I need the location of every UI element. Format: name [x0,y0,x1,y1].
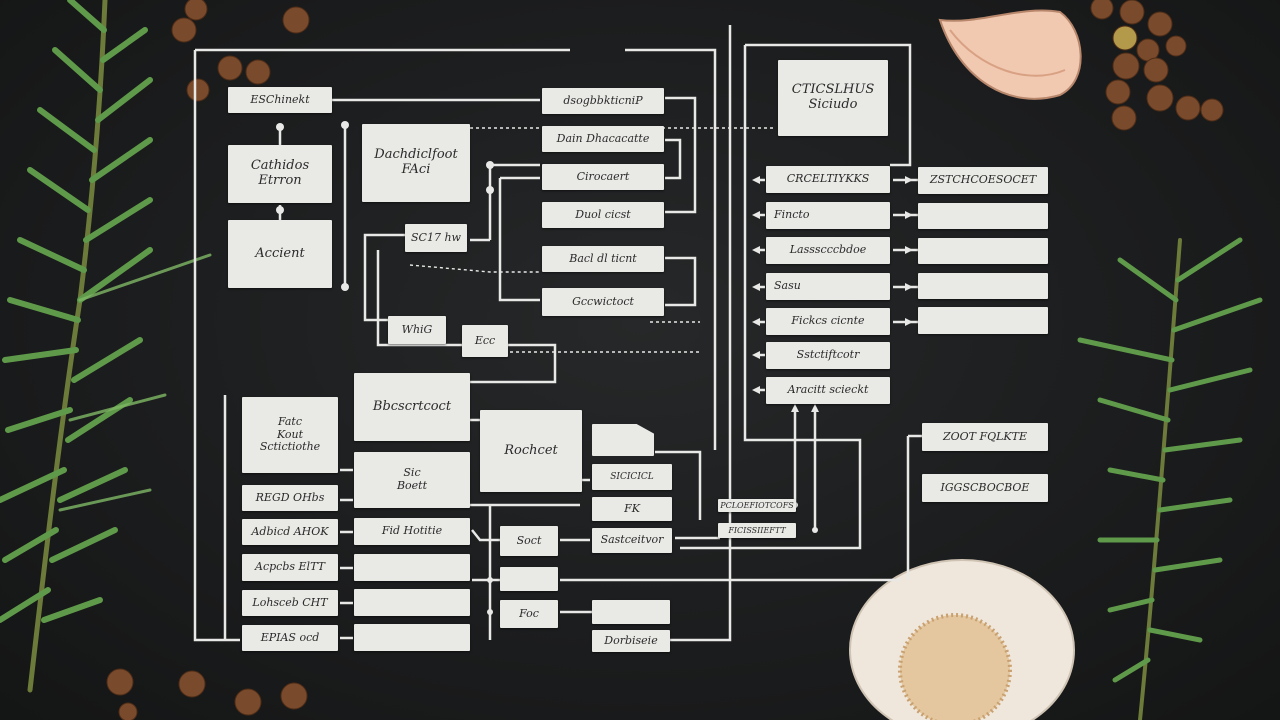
node-right-6: Sstctiftcotr [766,342,890,369]
node-center-main: Rochcet [480,410,582,492]
node-left-list-3: Acpcbs ElTT [242,554,338,581]
node-bottom-right-2: Dorbiseie [592,630,670,652]
node-far-right-3 [918,238,1048,264]
node-right-5: Fickcs cicnte [766,308,890,335]
node-top-right: CTICSLHUS Siciudo [778,60,888,136]
node-top-left-title: ESChinekt [228,87,332,113]
node-bottom-2 [354,554,470,581]
node-left-2: Accient [228,220,332,288]
node-left-list-4: Lohsceb CHT [242,590,338,616]
node-far-right-2 [918,203,1048,229]
node-mini-3: Foc [500,600,558,628]
node-folder [592,424,654,456]
node-left-list-5: EPIAS ocd [242,625,338,651]
node-far-right-1: ZSTCHCOESOCET [918,167,1048,194]
garlic-clove-icon [938,9,1082,100]
node-far-right-4 [918,273,1048,299]
node-list-a-3: Cirocaert [542,164,664,190]
node-mid-3: Sic Boett [354,452,470,508]
node-bottom-right-1 [592,600,670,624]
node-center-1: Dachdiclfoot FAci [362,124,470,202]
node-right-1: CRCELTIYKKS [766,166,890,193]
node-center-small: SC17 hw [405,224,467,252]
node-mid-2: Ecc [462,325,508,357]
node-list-a-1: dsogbbkticniP [542,88,664,114]
rosemary-sprig-left-icon [0,0,212,693]
node-tag-2: FICISSIIEFTT [718,523,796,538]
node-list-a-2: Dain Dhacacatte [542,126,664,152]
node-side-list: Fatc Kout Sctictiothe [242,397,338,473]
node-far-right-5 [918,307,1048,334]
node-center-small-3: Sastceitvor [592,528,672,553]
node-left-list-2: Adbicd AHOK [242,519,338,545]
node-right-7: Aracitt scieckt [766,377,890,404]
garlic-bulb-icon [849,559,1075,720]
node-right-4: Sasu [766,273,890,300]
node-left-1: Cathidos Etrron [228,145,332,203]
node-right-2: Fincto [766,202,890,229]
node-mini-2 [500,567,558,591]
node-mid-1: WhiG [388,316,446,344]
node-center-small-2: FK [592,497,672,521]
node-right-3: Lassscccbdoe [766,237,890,264]
node-mini-1: Soct [500,526,558,556]
node-side-1: ZOOT FQLKTE [922,423,1048,451]
node-center-small-1: SICICICL [592,464,672,490]
peppercorns-icon [106,0,1224,720]
node-tag-1: PCLOEFIOTCOFS [718,499,796,512]
node-side-2: IGGSCBOCBOE [922,474,1048,502]
node-bottom-1: Fid Hotitie [354,518,470,545]
node-bottom-3 [354,589,470,616]
node-left-list-1: REGD OHbs [242,485,338,511]
node-mid-large: Bbcscrtcoct [354,373,470,441]
rosemary-sprig-right-icon [1077,237,1263,720]
node-list-a-6: Gccwictoct [542,288,664,316]
node-list-a-5: Bacl dl ticnt [542,246,664,272]
node-list-a-4: Duol cicst [542,202,664,228]
node-bottom-4 [354,624,470,651]
